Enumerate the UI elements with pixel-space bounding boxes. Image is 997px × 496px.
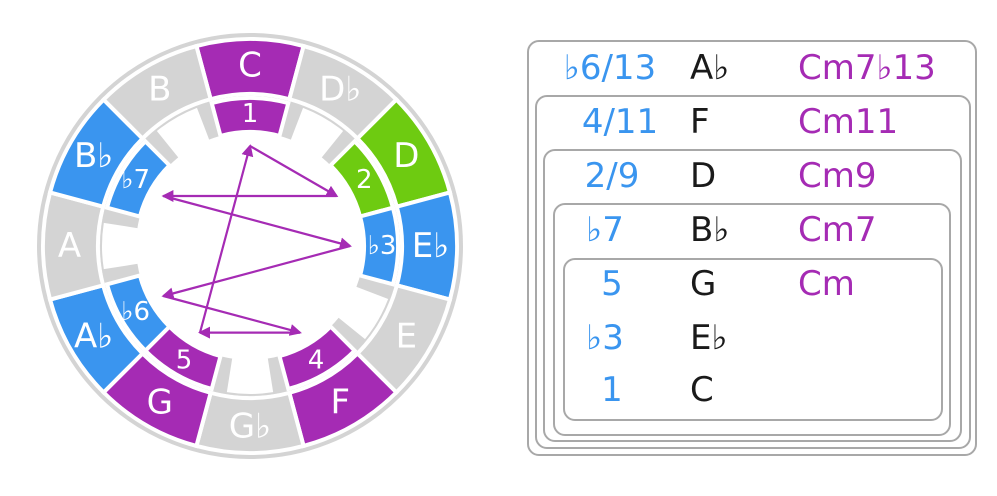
- outer-note-label: C: [238, 46, 262, 86]
- frame-cm7: [553, 203, 951, 436]
- outer-ring: C D♭ D E♭ E F G♭ G A♭ A B♭ B: [37, 33, 463, 459]
- degree-segment: [104, 138, 173, 219]
- outer-note-label: F: [330, 382, 350, 422]
- chord-label: Cm7♭13: [798, 48, 936, 88]
- chord-label: Cm11: [798, 102, 899, 142]
- degree-label: ♭7: [121, 165, 150, 195]
- note-label: E♭: [690, 318, 728, 358]
- degree-notch: [290, 107, 344, 159]
- outer-note-label: A♭: [74, 316, 113, 356]
- interval-label: ♭6/13: [563, 48, 657, 88]
- interval-arrow: [163, 194, 352, 250]
- outer-note-segment: [100, 43, 214, 142]
- inner-ring: 1 2 ♭3 4 5 ♭6 ♭7: [100, 96, 400, 396]
- degree-notch: [337, 286, 389, 340]
- degree-segment: [277, 323, 358, 392]
- chromatic-wheel: C D♭ D E♭ E F G♭ G A♭ A B♭ B 1 2 ♭3 4 5 ♭6 ♭7: [37, 33, 463, 459]
- note-label: G: [690, 264, 717, 304]
- degree-label: ♭6: [121, 297, 150, 327]
- outer-note-label: E: [396, 316, 417, 356]
- outer-note-label: G♭: [229, 407, 271, 447]
- interval-arrow: [161, 244, 351, 300]
- frame-cm9: [543, 149, 962, 442]
- outer-note-label: E♭: [412, 226, 450, 266]
- degree-notch: [226, 356, 274, 394]
- note-label: F: [690, 102, 710, 142]
- outer-note-label: A: [58, 226, 81, 266]
- degree-label: ♭3: [368, 231, 397, 261]
- interval-label: ♭7: [586, 210, 624, 250]
- chord-label: Cm7: [798, 210, 877, 250]
- frame-cm11: [535, 95, 971, 449]
- interval-arrow: [249, 145, 339, 198]
- outer-note-label: D♭: [319, 70, 361, 110]
- note-label: B♭: [690, 210, 730, 250]
- degree-segment: [209, 96, 291, 139]
- interval-label: 5: [601, 264, 623, 304]
- interval-label: ♭3: [586, 318, 624, 358]
- frame-cm: [563, 258, 943, 421]
- degree-label: 1: [242, 99, 259, 129]
- degree-label: 2: [356, 165, 373, 195]
- interval-label: 1: [601, 370, 623, 410]
- degree-notch: [102, 222, 140, 270]
- degree-segment: [104, 273, 173, 354]
- interval-arrow: [198, 144, 254, 333]
- outer-note-label: G: [147, 382, 173, 422]
- note-label: A♭: [690, 48, 730, 88]
- interval-label: 4/11: [581, 102, 659, 142]
- outer-note-label: D: [393, 136, 419, 176]
- degree-label: 5: [176, 345, 193, 375]
- chord-label: Cm9: [798, 156, 877, 196]
- degree-segment: [357, 205, 400, 287]
- outer-note-label: B♭: [74, 136, 113, 176]
- outer-note-label: B: [148, 70, 171, 110]
- interval-arrow: [163, 294, 302, 336]
- frame-cm7b13: [527, 40, 977, 456]
- interval-star: [161, 144, 352, 339]
- chord-label: Cm: [798, 264, 855, 304]
- note-label: D: [690, 156, 717, 196]
- degree-label: 4: [308, 345, 325, 375]
- note-label: C: [690, 370, 714, 410]
- interval-label: 2/9: [584, 156, 640, 196]
- degree-notch: [156, 107, 210, 159]
